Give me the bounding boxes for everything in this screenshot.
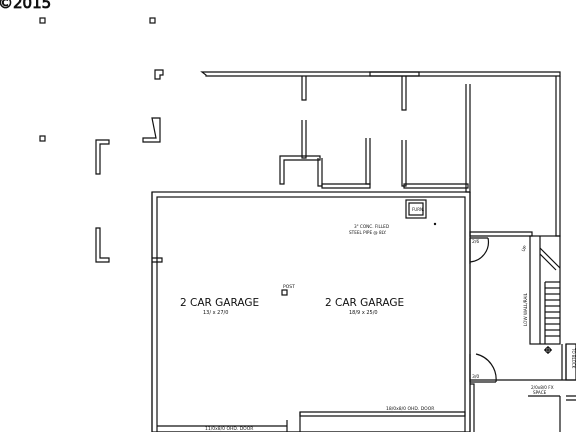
garage-walls (151, 191, 471, 432)
post-label: POST (283, 284, 295, 290)
pipe-marker (433, 222, 437, 226)
pipe-note-line1: 3" CONC. FILLED (354, 224, 389, 229)
low-wall-label: LOW WALL/RAIL (523, 292, 528, 326)
stair-up-label: UP (521, 245, 529, 253)
door-label-2-6: 2/6 (472, 239, 479, 245)
door-label-left: 11/0x8/0 OHD. DOOR (205, 426, 253, 432)
fx-label: 2/0x8/0 FX (531, 385, 554, 390)
post-marker (281, 289, 288, 296)
door-label-3-0: 3/0 (472, 374, 479, 380)
watermark: ©2015 (0, 0, 51, 12)
door-swing-upper: 2/6 (469, 237, 490, 264)
overhead-doors (157, 411, 466, 432)
pipe-note-line2: STEEL PIPE @ 8LY. (349, 230, 386, 235)
door-label-right: 18/0x8/0 OHD. DOOR (386, 406, 434, 412)
upper-walls (95, 69, 561, 263)
stair-area: LOW WALL/RAIL UP TO BLOCK 2/0x8/0 FX SPA… (470, 235, 576, 432)
room-name-left: 2 CAR GARAGE (180, 297, 259, 309)
side-note: TO BLOCK (571, 347, 576, 369)
room-dims-right: 18/9 x 25/0 (349, 310, 378, 316)
room-name-right: 2 CAR GARAGE (325, 297, 404, 309)
column-markers (39, 17, 156, 142)
furnace-label: FURN. (412, 207, 424, 212)
room-dims-left: 13/ x 27/0 (203, 310, 228, 316)
fx-sub: SPACE (533, 390, 547, 395)
door-swing-lower: 3/0 (469, 353, 497, 383)
furnace: FURN. (405, 199, 427, 219)
